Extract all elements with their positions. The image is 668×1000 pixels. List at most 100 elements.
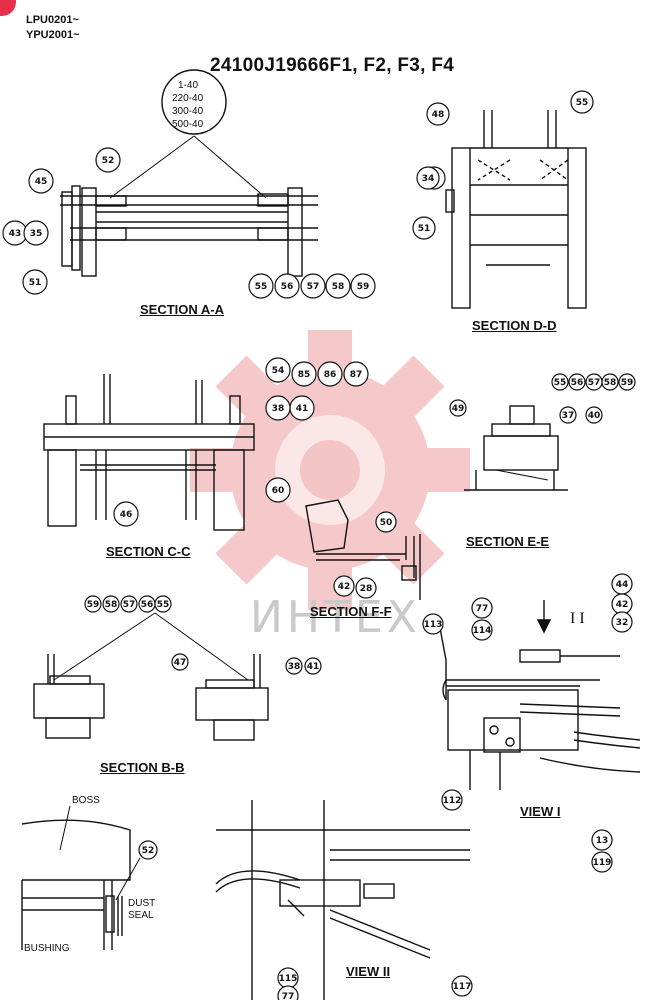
boss-detail-drawing — [21, 805, 141, 950]
view-i-title: VIEW I — [520, 804, 561, 819]
part-badge-view1-13 — [591, 829, 613, 851]
part-badge-aa-58 — [325, 273, 351, 299]
part-number-aa-45: 45 — [35, 177, 48, 187]
part-number-view1-113: 113 — [424, 620, 443, 630]
page-title: 24100J19666F1, F2, F3, F4 — [210, 55, 455, 76]
callout-bubble-line-1: 1-40 — [178, 80, 199, 91]
part-badge-view1-32 — [611, 611, 633, 633]
part-badge-aa-51 — [22, 269, 48, 295]
part-badge-aa-59 — [350, 273, 376, 299]
part-number-aa-56: 56 — [281, 282, 294, 292]
callout-bubble-line-2: 220-40 — [172, 93, 204, 104]
part-badge-dd-34 — [416, 166, 440, 190]
part-number-aa-51: 51 — [29, 278, 42, 288]
view-i-drawing — [439, 600, 641, 790]
callout-bubble — [161, 69, 227, 135]
part-badge-dd-51 — [412, 216, 436, 240]
dust-seal-label-line-1: DUST — [128, 898, 156, 909]
section-ee-drawing — [464, 405, 568, 491]
part-badge-aa-57 — [300, 273, 326, 299]
part-badge-ee-58 — [601, 373, 619, 391]
part-number-view2-117: 117 — [453, 982, 472, 992]
part-badge-view2-77 — [277, 985, 299, 1000]
part-badge-view2-117 — [451, 975, 473, 997]
section-cc-drawing — [43, 374, 255, 531]
part-badge-view1-114 — [471, 619, 493, 641]
part-number-view2-115: 115 — [279, 974, 298, 984]
part-badge-aa-35 — [23, 220, 49, 246]
watermark-text: ИНТЕХ — [250, 592, 421, 643]
part-badge-dd-55 — [570, 90, 594, 114]
part-number-ee-55: 55 — [554, 378, 567, 388]
part-number-view2-77: 77 — [282, 992, 295, 1000]
part-number-view1-119: 119 — [593, 858, 612, 868]
part-number-aa-58: 58 — [332, 282, 345, 292]
part-number-dd-55: 55 — [576, 98, 589, 108]
part-number-view1-13: 13 — [596, 836, 609, 846]
part-badge-ee-56 — [568, 373, 586, 391]
part-badge-view1-112 — [441, 789, 463, 811]
part-number-cc-38: 38 — [272, 404, 285, 414]
part-badge-aa-55 — [248, 273, 274, 299]
part-badge-cc-86 — [317, 361, 343, 387]
part-badge-aa-52 — [95, 147, 121, 173]
part-badge-bb-57 — [120, 595, 138, 613]
part-number-ee-59: 59 — [621, 378, 634, 388]
part-badge-dd-48 — [426, 102, 450, 126]
part-badge-aa-56 — [274, 273, 300, 299]
part-badge-detail-52 — [138, 840, 158, 860]
view-ii-title: VIEW II — [346, 964, 391, 979]
part-number-view1-44: 44 — [616, 580, 629, 590]
part-badge-ee-37 — [559, 406, 577, 424]
part-badge-cc-87 — [343, 361, 369, 387]
part-number-bb-38: 38 — [288, 662, 301, 672]
part-badge-bb-55 — [154, 595, 172, 613]
part-badge-view1-119 — [591, 851, 613, 873]
part-number-view1-32: 32 — [616, 618, 629, 628]
model-range-line-1: LPU0201~ — [26, 14, 79, 26]
part-badge-bb-38 — [285, 657, 303, 675]
part-number-aa-55: 55 — [255, 282, 268, 292]
section-bb-drawing — [33, 612, 269, 741]
part-number-aa-35: 35 — [30, 229, 43, 239]
part-badge-cc-46 — [113, 501, 139, 527]
part-number-ee-58: 58 — [604, 378, 617, 388]
section-dd-drawing — [445, 110, 587, 309]
bushing-label: BUSHING — [24, 943, 70, 954]
part-number-ff-28: 28 — [360, 584, 373, 594]
part-number-view1-114: 114 — [473, 626, 492, 636]
view-ii-drawing — [215, 800, 470, 1000]
part-number-dd-51: 51 — [418, 224, 431, 234]
part-number-view1-77: 77 — [476, 604, 489, 614]
part-badge-view1-113 — [422, 613, 444, 635]
part-badge-aa-45 — [28, 168, 54, 194]
part-number-dd-34: 34 — [422, 174, 435, 184]
part-badge-cc-60 — [265, 477, 291, 503]
part-badge-ff-28 — [355, 577, 377, 599]
part-number-ff-50: 50 — [380, 518, 393, 528]
part-number-aa-43: 43 — [9, 229, 22, 239]
part-number-cc-85: 85 — [298, 370, 311, 380]
part-number-cc-87: 87 — [350, 370, 363, 380]
callout-bubble-line-3: 300-40 — [172, 106, 204, 117]
section-ee-title: SECTION E-E — [466, 534, 550, 549]
part-badge-bb-59 — [84, 595, 102, 613]
part-number-aa-52: 52 — [102, 156, 115, 166]
part-badge-bb-41 — [304, 657, 322, 675]
part-badge-ee-59 — [618, 373, 636, 391]
section-bb-title: SECTION B-B — [100, 760, 185, 775]
part-number-bb-41: 41 — [307, 662, 320, 672]
part-badge-cc-54 — [265, 357, 291, 383]
model-range-line-2: YPU2001~ — [26, 29, 80, 41]
part-number-aa-59: 59 — [357, 282, 370, 292]
part-number-ff-42: 42 — [338, 582, 351, 592]
part-number-ee-56: 56 — [571, 378, 584, 388]
part-badge-bb-58 — [102, 595, 120, 613]
part-number-ee-49: 49 — [452, 404, 465, 414]
section-aa-drawing — [60, 135, 318, 277]
part-number-cc-60: 60 — [272, 486, 285, 496]
part-badge-ee-49 — [449, 399, 467, 417]
part-number-cc-41: 41 — [296, 404, 309, 414]
